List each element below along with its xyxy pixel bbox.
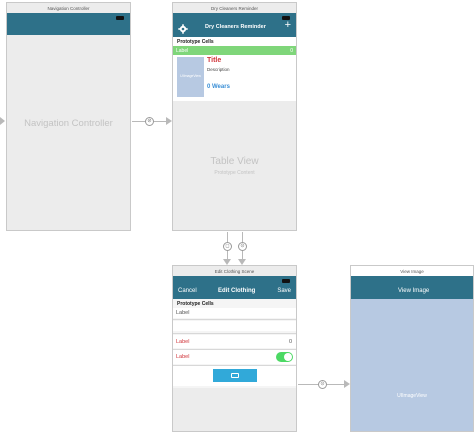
cell-label: Label — [176, 310, 190, 316]
divider — [173, 349, 296, 350]
relationship-segue-icon[interactable]: ⊘ — [145, 117, 154, 126]
segue-arrowhead — [223, 259, 231, 265]
modal-segue-icon[interactable]: ◻ — [223, 242, 232, 251]
navigation-bar: View Image — [351, 276, 473, 299]
divider — [173, 365, 296, 366]
save-button[interactable]: Save — [277, 288, 291, 294]
nav-title: View Image — [398, 288, 430, 294]
entry-arrowhead — [0, 117, 5, 125]
table-area: Prototype Cells Label 0 UIImageView Titl… — [173, 37, 296, 101]
nav-title: Edit Clothing — [218, 288, 256, 294]
cell-value: 0 — [288, 339, 292, 345]
section-header: Prototype Cells — [177, 39, 214, 45]
cell-description: Description — [207, 67, 230, 72]
blank-cell[interactable] — [173, 321, 296, 331]
button-cell — [173, 366, 296, 386]
label-cell-1[interactable]: Label — [173, 308, 296, 318]
navigation-bar: Dry Cleaners Reminder + — [173, 13, 296, 37]
image-view-label: UIImageView — [397, 393, 427, 399]
navigation-bar — [7, 13, 130, 35]
segue-arrowhead — [238, 259, 246, 265]
scene-title: Navigation Controller — [47, 6, 90, 11]
dry-cleaners-scene[interactable]: Dry Cleaners Reminder Dry Cleaners Remin… — [172, 2, 297, 231]
battery-icon — [116, 16, 124, 20]
label-cell-3[interactable]: Label — [173, 350, 296, 364]
scene-title: Edit Clothing Scene — [214, 269, 255, 274]
image-view-label: UIImageView — [180, 74, 201, 78]
navigation-controller-scene[interactable]: Navigation Controller Navigation Control… — [6, 2, 131, 231]
label-cell[interactable]: Label 0 — [173, 46, 296, 55]
cell-wears: 0 Wears — [207, 84, 230, 90]
segue-symbol: ⊙ — [240, 243, 245, 249]
navigation-controller-label: Navigation Controller — [24, 118, 113, 129]
clothing-cell[interactable]: UIImageView Title Description 0 Wears — [173, 55, 296, 101]
cell-value: 0 — [290, 48, 293, 54]
label-cell-2[interactable]: Label 0 — [173, 335, 296, 348]
scene-title: View Image — [351, 266, 473, 276]
battery-icon — [282, 16, 290, 20]
segue-arrowhead — [344, 380, 350, 388]
cell-label: Label — [176, 48, 189, 54]
view-image-scene[interactable]: View Image View Image UIImageView — [350, 265, 474, 432]
show-segue-icon[interactable]: ⊙ — [318, 380, 327, 389]
battery-icon — [282, 279, 290, 283]
add-button[interactable]: + — [284, 19, 291, 31]
cell-title: Title — [207, 57, 222, 64]
divider — [173, 319, 296, 320]
segue-arrowhead — [166, 117, 172, 125]
segue-symbol: ⊘ — [147, 118, 152, 124]
section-header: Prototype Cells — [177, 301, 214, 307]
edit-clothing-scene[interactable]: Edit Clothing Scene Cancel Edit Clothing… — [172, 265, 297, 432]
segue-symbol: ⊙ — [320, 381, 325, 387]
form-area: Prototype Cells Label Label 0 Label — [173, 299, 296, 388]
cell-label: Label — [176, 339, 190, 345]
image-view: UIImageView — [177, 57, 204, 97]
toggle-switch[interactable] — [276, 352, 293, 362]
gear-icon[interactable] — [178, 21, 188, 34]
cancel-button[interactable]: Cancel — [178, 288, 197, 294]
divider — [173, 333, 296, 334]
camera-icon — [231, 373, 239, 378]
toggle-knob — [284, 353, 292, 361]
navigation-bar: Cancel Edit Clothing Save — [173, 276, 296, 299]
scene-title: Dry Cleaners Reminder — [210, 6, 258, 11]
camera-button[interactable] — [213, 369, 257, 382]
show-segue-icon[interactable]: ⊙ — [238, 242, 247, 251]
segue-symbol: ◻ — [225, 243, 230, 249]
cell-label: Label — [176, 354, 190, 360]
table-view-label: Table View — [210, 156, 259, 167]
nav-title: Dry Cleaners Reminder — [205, 24, 266, 30]
prototype-content-label: Prototype Content — [214, 170, 255, 176]
